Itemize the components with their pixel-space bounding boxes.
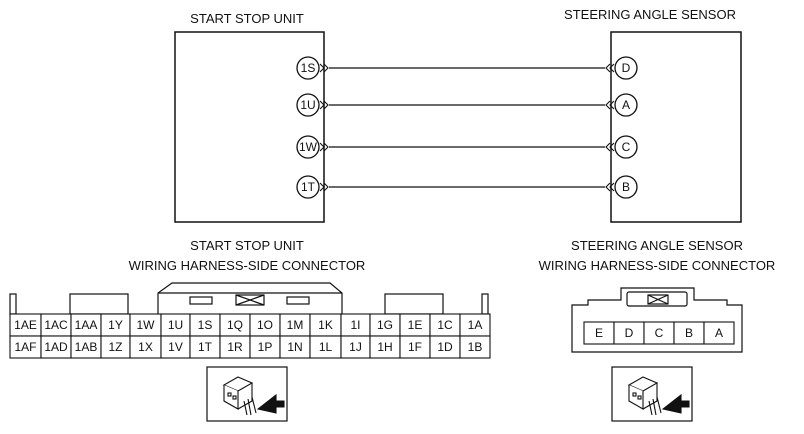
start-stop-connector-title-2: WIRING HARNESS-SIDE CONNECTOR (129, 258, 366, 273)
wire-terminal-left (319, 100, 329, 110)
unit-pin-circle (296, 135, 320, 159)
unit-pin-circle (296, 93, 320, 117)
unit-pin-circle (296, 175, 320, 199)
connector-cell-label: 1O (257, 318, 273, 332)
sensor-pin-circle (614, 175, 638, 199)
connector-cell-label: 1Z (108, 340, 122, 354)
sensor-connector-cell-label: E (595, 326, 603, 340)
connector-cell-label: 1AF (14, 340, 36, 354)
unit-pin-label: 1W (299, 140, 318, 154)
unit-pin-circle (296, 56, 320, 80)
sensor-connector-cell-label: C (655, 326, 664, 340)
connector-cell-label: 1I (350, 318, 360, 332)
connector-cell-label: 1H (377, 340, 392, 354)
start-stop-pin-grid: 1AE 1AC 1AA 1Y 1W 1U 1S 1Q 1O 1M 1K 1I 1G 1E 1C 1A 1AF 1A… (9, 313, 491, 359)
start-stop-unit-title: START STOP UNIT (190, 11, 304, 26)
wire-terminal-right (605, 100, 615, 110)
steering-angle-sensor-box (610, 31, 742, 223)
sensor-connector-cell (703, 321, 735, 345)
connector-cell-label: 1X (138, 340, 153, 354)
steering-angle-sensor-title: STEERING ANGLE SENSOR (564, 7, 736, 22)
sensor-pin-label: B (622, 180, 630, 194)
connector-cell-label: 1V (168, 340, 183, 354)
sensor-connector-cell-label: B (685, 326, 693, 340)
connector-cell-label: 1AA (75, 318, 98, 332)
connector-cell (459, 335, 491, 359)
wire-terminal-left (319, 142, 329, 152)
wire-terminal-right (605, 63, 615, 73)
sensor-pin-circle (614, 135, 638, 159)
steering-harness-connector (571, 287, 743, 353)
connector-cell-label: 1E (408, 318, 423, 332)
connector-cell-label: 1S (198, 318, 213, 332)
connector-cell-label: 1N (287, 340, 302, 354)
connector-cell-label: 1B (468, 340, 483, 354)
connector-cell-label: 1C (437, 318, 453, 332)
connector-cell-label: 1F (408, 340, 422, 354)
connector-insertion-icon (611, 366, 693, 422)
connector-cell-label: 1AD (44, 340, 68, 354)
connector-cell-label: 1J (349, 340, 362, 354)
start-stop-harness-connector (9, 282, 489, 315)
connector-cell-label: 1AB (75, 340, 98, 354)
connector-cell-label: 1D (437, 340, 453, 354)
connector-cell-label: 1M (287, 318, 304, 332)
sensor-pin-label: D (622, 61, 631, 75)
sensor-pin-circle (614, 93, 638, 117)
steering-connector-title-2: WIRING HARNESS-SIDE CONNECTOR (539, 258, 776, 273)
unit-pin-label: 1S (301, 61, 316, 75)
start-stop-connector-title-1: START STOP UNIT (190, 238, 304, 253)
wire-group: 1S D 1U A 1W C 1T B (296, 56, 638, 199)
start-stop-unit-box (174, 31, 325, 223)
unit-pin-label: 1T (301, 180, 316, 194)
connector-cell-label: 1R (227, 340, 243, 354)
unit-pin-label: 1U (300, 98, 315, 112)
connector-cell-label: 1K (318, 318, 333, 332)
connector-cell-label: 1U (168, 318, 183, 332)
wire-terminal-right (605, 142, 615, 152)
connector-cell-label: 1P (258, 340, 273, 354)
sensor-pin-label: A (622, 98, 630, 112)
connector-cell-label: 1A (468, 318, 483, 332)
connector-cell-label: 1AE (14, 318, 37, 332)
wire-terminal-left (319, 63, 329, 73)
sensor-pin-circle (614, 56, 638, 80)
sensor-connector-cell-label: D (625, 326, 634, 340)
connector-cell-label: 1G (377, 318, 393, 332)
connector-cell-label: 1Y (108, 318, 123, 332)
connector-cell-label: 1T (198, 340, 213, 354)
connector-cell-label: 1AC (44, 318, 68, 332)
connector-cell-label: 1W (137, 318, 156, 332)
connector-cell-label: 1L (319, 340, 333, 354)
wire-terminal-right (605, 182, 615, 192)
connector-cell-label: 1Q (227, 318, 243, 332)
connector-insertion-icon (206, 366, 288, 422)
sensor-connector-cell-label: A (715, 326, 723, 340)
sensor-pin-label: C (622, 140, 631, 154)
wire-terminal-left (319, 182, 329, 192)
steering-connector-title-1: STEERING ANGLE SENSOR (571, 238, 743, 253)
